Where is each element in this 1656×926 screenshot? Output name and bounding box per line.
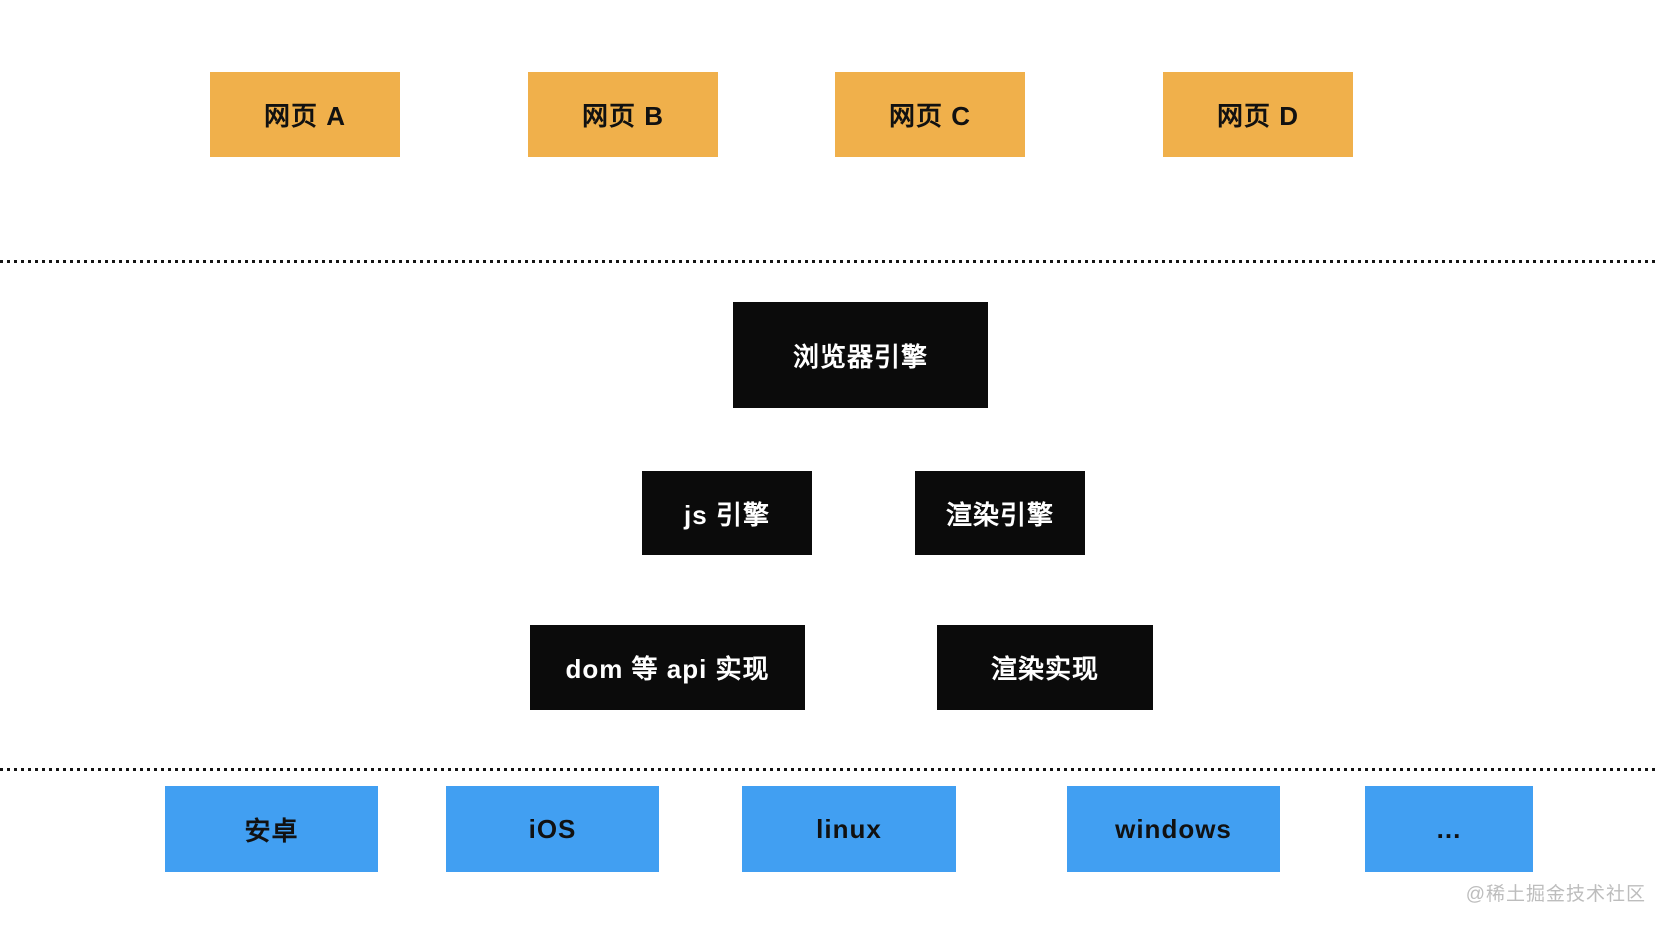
node-webpage-d-label: 网页 D <box>1216 101 1299 131</box>
node-platform-android: 安卓 <box>165 786 378 872</box>
node-render-engine-label: 渲染引擎 <box>945 499 1054 530</box>
node-platform-windows: windows <box>1067 786 1280 872</box>
node-dom-api-impl-label: dom 等 api 实现 <box>565 654 770 684</box>
node-render-impl-label: 渲染实现 <box>990 654 1099 684</box>
lower-dotted-divider <box>0 768 1656 771</box>
node-webpage-c-label: 网页 C <box>888 101 971 131</box>
node-platform-windows-label: windows <box>1115 813 1232 844</box>
watermark: @稀土掘金技术社区 <box>1465 884 1646 905</box>
node-platform-ios-label: iOS <box>528 813 577 844</box>
node-platform-ios: iOS <box>446 786 659 872</box>
node-platform-linux-label: linux <box>816 813 882 844</box>
node-platform-ellipsis: ... <box>1365 786 1533 872</box>
node-browser-engine: 浏览器引擎 <box>733 302 988 408</box>
node-webpage-c: 网页 C <box>835 72 1025 157</box>
node-render-engine: 渲染引擎 <box>915 471 1085 555</box>
node-webpage-d: 网页 D <box>1163 72 1353 157</box>
node-dom-api-impl: dom 等 api 实现 <box>530 625 805 710</box>
node-render-impl: 渲染实现 <box>937 625 1153 710</box>
node-webpage-a: 网页 A <box>210 72 400 157</box>
node-webpage-b-label: 网页 B <box>581 101 664 131</box>
node-platform-android-label: 安卓 <box>244 815 299 846</box>
node-webpage-b: 网页 B <box>528 72 718 157</box>
node-browser-engine-label: 浏览器引擎 <box>792 341 928 372</box>
upper-dotted-divider <box>0 260 1656 263</box>
node-js-engine: js 引擎 <box>642 471 812 555</box>
node-platform-linux: linux <box>742 786 956 872</box>
node-platform-ellipsis-label: ... <box>1436 813 1462 844</box>
node-webpage-a-label: 网页 A <box>263 101 346 131</box>
node-js-engine-label: js 引擎 <box>684 499 770 530</box>
